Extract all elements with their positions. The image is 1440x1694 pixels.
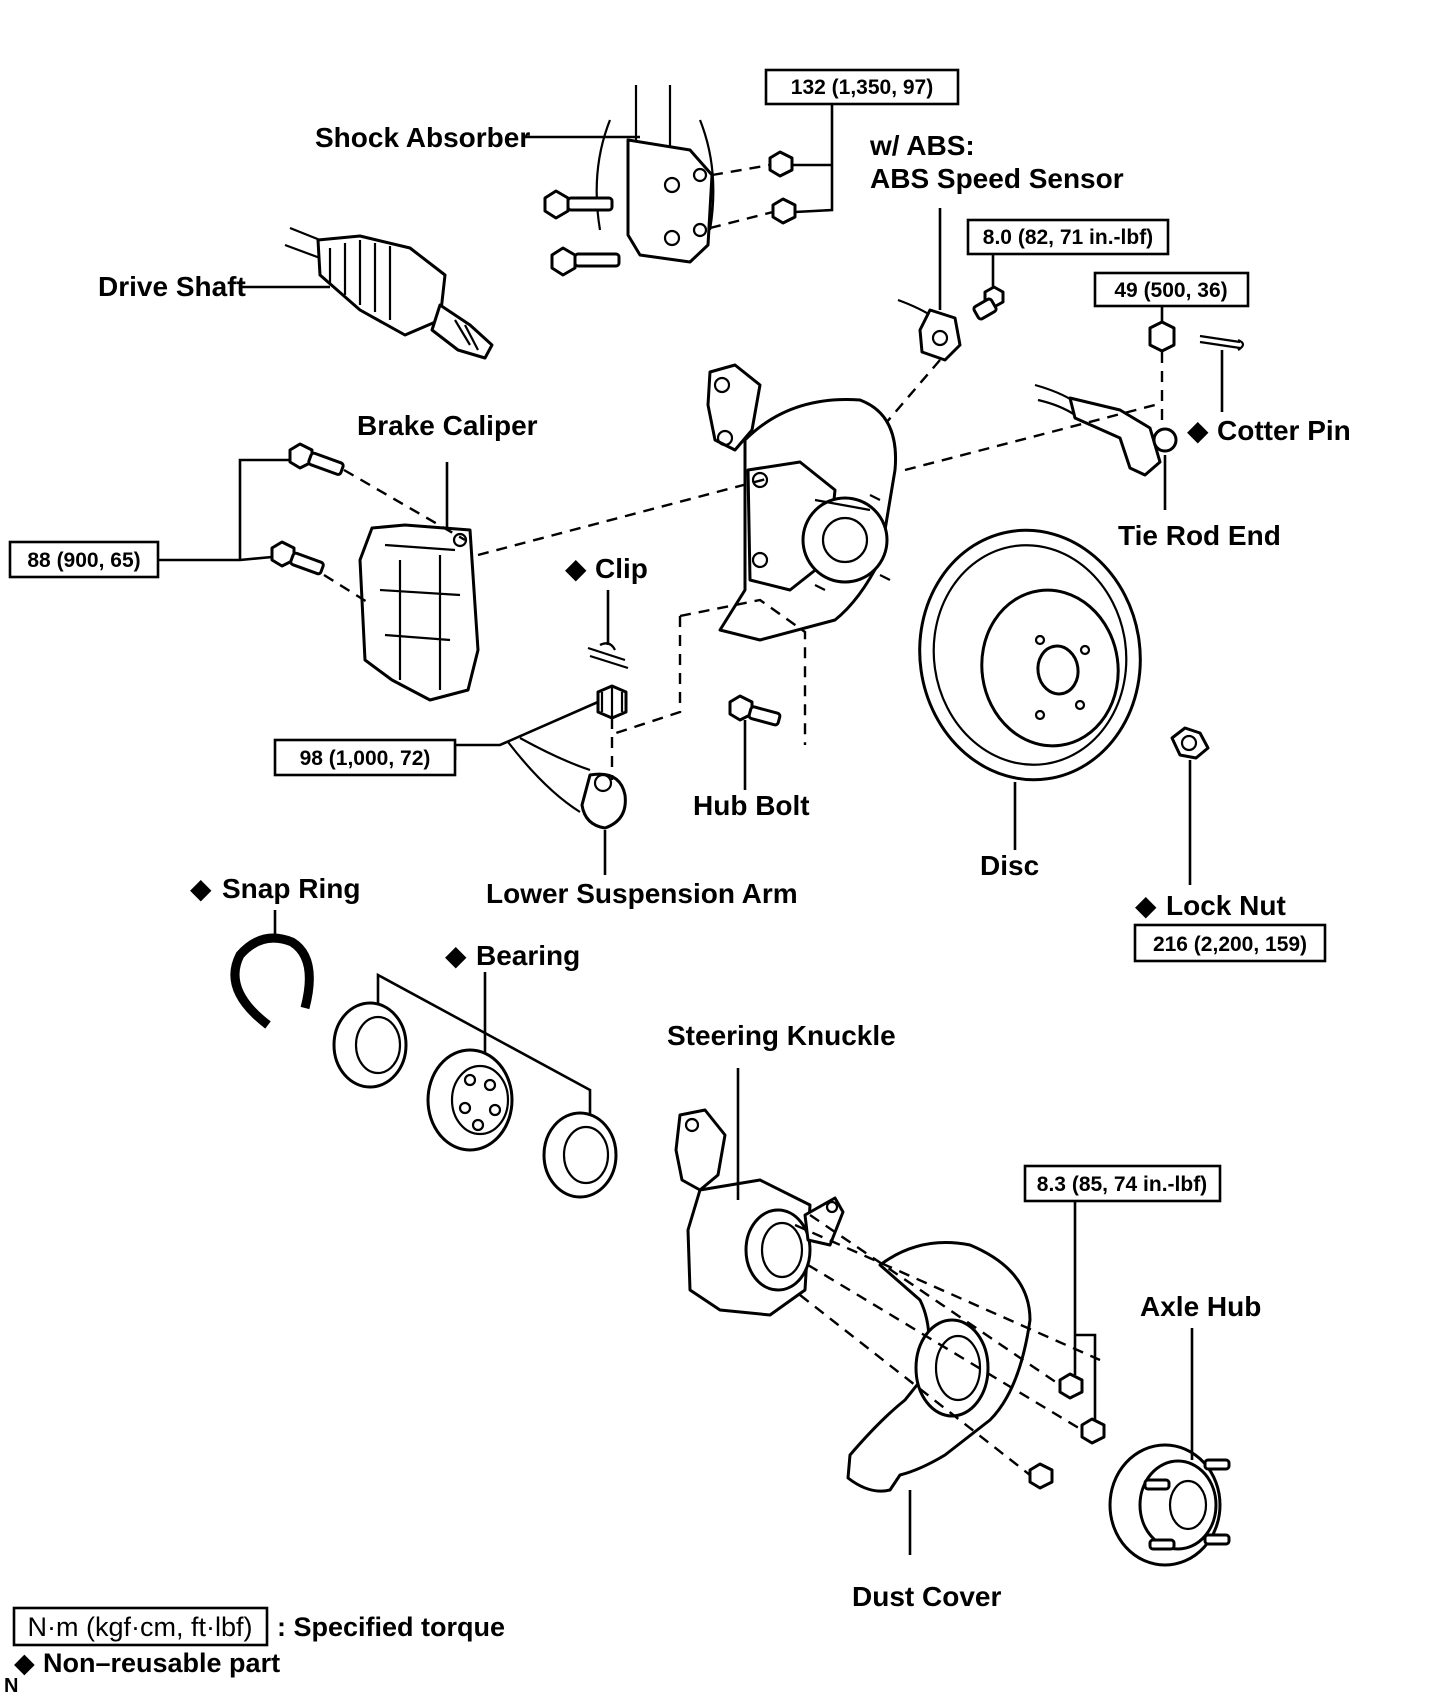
caliper-bolt-upper bbox=[288, 442, 345, 476]
tie-rod-castle-nut bbox=[1148, 320, 1176, 353]
label-abs-speed-sensor: ABS Speed Sensor bbox=[870, 163, 1124, 194]
clip-diamond: ◆ bbox=[565, 553, 587, 584]
label-w-abs: w/ ABS: bbox=[869, 130, 975, 161]
shock-bolt-lower bbox=[550, 246, 621, 277]
brake-disc-drawing bbox=[918, 528, 1142, 782]
lock-nut-drawing bbox=[1170, 726, 1210, 760]
label-brake-caliper: Brake Caliper bbox=[357, 410, 538, 441]
torque-shock-absorber: 132 (1,350, 97) bbox=[791, 76, 933, 99]
tie-rod-end-drawing bbox=[1034, 320, 1245, 477]
label-steering-knuckle: Steering Knuckle bbox=[667, 1020, 896, 1051]
label-hub-bolt: Hub Bolt bbox=[693, 790, 810, 821]
label-shock-absorber: Shock Absorber bbox=[315, 122, 530, 153]
label-disc: Disc bbox=[980, 850, 1039, 881]
torque-brake-caliper: 88 (900, 65) bbox=[27, 549, 140, 572]
shock-bolt-upper bbox=[543, 189, 614, 220]
dust-cover-bolts-drawing bbox=[1028, 1372, 1106, 1490]
torque-box-tie-rod: 49 (500, 36) bbox=[1093, 271, 1250, 308]
steering-knuckle-drawing bbox=[674, 1108, 845, 1317]
brake-caliper-drawing bbox=[270, 442, 480, 702]
abs-speed-sensor-drawing bbox=[897, 285, 1005, 362]
knuckle-assembly-drawing bbox=[706, 363, 898, 642]
legend-diamond: ◆ bbox=[14, 1648, 35, 1678]
bearing-diamond: ◆ bbox=[445, 940, 467, 971]
label-lower-suspension-arm: Lower Suspension Arm bbox=[486, 878, 798, 909]
corner-letter: N bbox=[4, 1675, 18, 1694]
legend-non-reusable: Non–reusable part bbox=[43, 1648, 280, 1678]
shock-absorber-drawing bbox=[543, 85, 797, 277]
torque-box-shock: 132 (1,350, 97) bbox=[764, 68, 960, 106]
label-snap-ring: Snap Ring bbox=[222, 873, 360, 904]
cotter-pin-shape bbox=[1199, 334, 1245, 351]
hub-bolt-drawing bbox=[728, 694, 782, 727]
shock-nut-upper bbox=[768, 150, 794, 178]
legend: N·m (kgf·cm, ft·lbf) : Specified torque … bbox=[12, 1606, 505, 1678]
lower-suspension-arm-drawing bbox=[507, 737, 627, 830]
caliper-bolt-lower bbox=[270, 540, 325, 576]
legend-torque-unit: N·m (kgf·cm, ft·lbf) bbox=[28, 1612, 253, 1642]
torque-box-lock-nut: 216 (2,200, 159) bbox=[1133, 923, 1327, 963]
torque-dust-cover: 8.3 (85, 74 in.-lbf) bbox=[1037, 1173, 1207, 1196]
drive-shaft-drawing bbox=[284, 226, 494, 360]
torque-ball-joint: 98 (1,000, 72) bbox=[300, 747, 431, 770]
torque-box-dust-cover: 8.3 (85, 74 in.-lbf) bbox=[1023, 1164, 1222, 1203]
shock-nut-lower bbox=[771, 197, 797, 225]
cotter-pin-diamond: ◆ bbox=[1187, 415, 1209, 446]
torque-box-abs: 8.0 (82, 71 in.-lbf) bbox=[966, 218, 1170, 256]
snap-ring-diamond: ◆ bbox=[190, 873, 212, 904]
torque-box-ball-joint: 98 (1,000, 72) bbox=[273, 738, 457, 777]
clip-drawing bbox=[587, 642, 629, 670]
torque-lock-nut: 216 (2,200, 159) bbox=[1153, 933, 1307, 956]
snap-ring-drawing bbox=[230, 933, 314, 1029]
bearing-parts-drawing bbox=[332, 1001, 618, 1199]
label-cotter-pin: Cotter Pin bbox=[1217, 415, 1351, 446]
torque-box-caliper: 88 (900, 65) bbox=[8, 540, 160, 579]
dust-cover-drawing bbox=[846, 1241, 1032, 1493]
label-dust-cover: Dust Cover bbox=[852, 1581, 1001, 1612]
label-clip: Clip bbox=[595, 553, 648, 584]
axle-hub-drawing bbox=[1108, 1443, 1231, 1567]
ball-joint-nut-drawing bbox=[596, 684, 628, 720]
label-bearing: Bearing bbox=[476, 940, 580, 971]
label-tie-rod-end: Tie Rod End bbox=[1118, 520, 1281, 551]
legend-torque-desc: : Specified torque bbox=[277, 1612, 505, 1642]
label-axle-hub: Axle Hub bbox=[1140, 1291, 1261, 1322]
label-drive-shaft: Drive Shaft bbox=[98, 271, 246, 302]
lock-nut-diamond: ◆ bbox=[1135, 890, 1157, 921]
abs-sensor-bolt bbox=[972, 285, 1005, 321]
torque-tie-rod-nut: 49 (500, 36) bbox=[1114, 279, 1227, 302]
torque-abs-sensor: 8.0 (82, 71 in.-lbf) bbox=[983, 226, 1153, 249]
label-lock-nut: Lock Nut bbox=[1166, 890, 1286, 921]
